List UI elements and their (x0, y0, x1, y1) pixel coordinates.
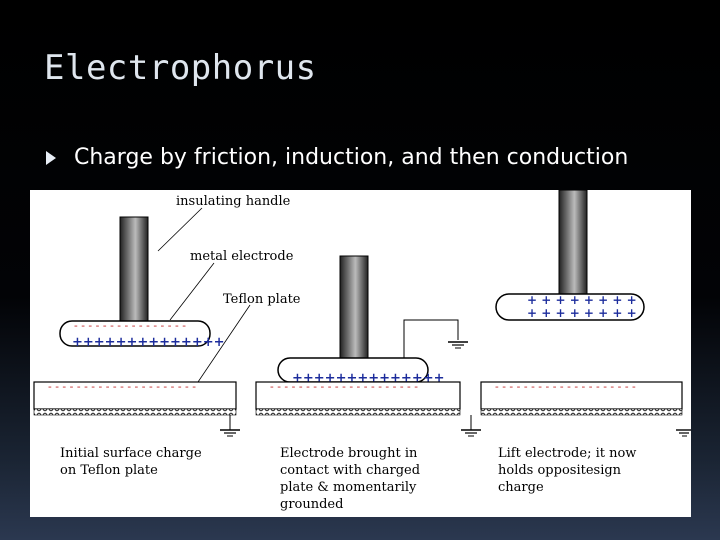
p3-electrode-positive-charges-bottom: + + + + + + + + (527, 306, 637, 320)
panel-contact: ++++++++++++++ - - - - - - - - - - - - -… (255, 255, 481, 512)
insulating-handle (558, 189, 588, 295)
ground-connection-wire (403, 319, 459, 358)
electrophorus-diagram: - - - - - - - - - - - - - - - - ++++++++… (33, 189, 695, 512)
insulating-handle (119, 216, 149, 323)
electrode-label-leader (169, 262, 215, 321)
caption-panel1: Initial surface charge on Teflon plate (60, 446, 206, 478)
label-teflon-plate: Teflon plate (223, 292, 301, 307)
bullet-item: Charge by friction, induction, and then … (46, 145, 628, 170)
metal-base (33, 408, 237, 416)
metal-base (255, 408, 461, 416)
caption-panel3: Lift electrode; it now holds oppositesig… (498, 446, 641, 495)
slide-title: Electrophorus (44, 48, 317, 88)
bullet-marker-icon (46, 150, 56, 165)
p3-plate-negative-charges: - - - - - - - - - - - - - - - - - - - - (495, 380, 636, 393)
teflon-plate (255, 381, 461, 410)
metal-electrode (59, 320, 211, 347)
bullet-text: Charge by friction, induction, and then … (74, 145, 629, 170)
caption-panel2: Electrode brought in contact with charge… (280, 446, 424, 512)
teflon-plate (480, 381, 683, 410)
p1-electrode-negative-charges: - - - - - - - - - - - - - - - - (74, 319, 186, 332)
metal-electrode (495, 293, 645, 321)
insulating-handle (339, 255, 369, 359)
p1-plate-negative-charges: - - - - - - - - - - - - - - - - - - - - … (48, 380, 196, 393)
p2-plate-negative-charges: - - - - - - - - - - - - - - - - - - - - … (270, 380, 418, 393)
label-metal-electrode: metal electrode (190, 249, 294, 264)
teflon-plate (33, 381, 237, 410)
metal-base (480, 408, 683, 416)
plate-label-leader (197, 304, 251, 383)
p1-electrode-positive-charges: ++++++++++++++ (72, 335, 225, 350)
panel-lift: + + + + + + + + + + + + + + + + - - - - … (480, 189, 695, 495)
label-insulating-handle: insulating handle (176, 194, 291, 209)
handle-label-leader (157, 207, 203, 252)
p3-electrode-positive-charges-top: + + + + + + + + (527, 293, 637, 307)
panel-initial: - - - - - - - - - - - - - - - - ++++++++… (33, 194, 301, 478)
electrophorus-figure: - - - - - - - - - - - - - - - - ++++++++… (30, 189, 695, 517)
